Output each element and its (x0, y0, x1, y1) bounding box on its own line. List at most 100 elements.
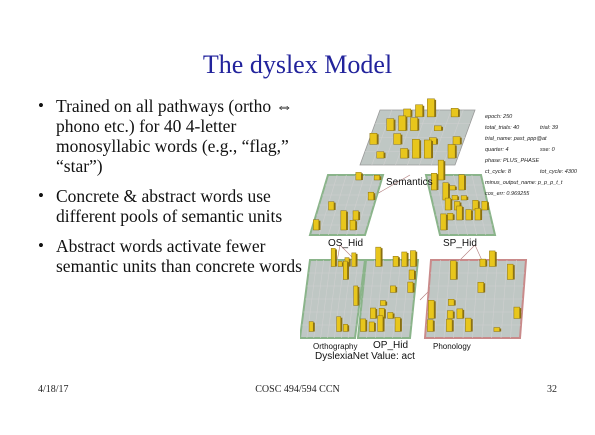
os-hid-activation-bar (349, 219, 356, 231)
semantics-activation-bar-side (383, 152, 386, 159)
orthography-activation-bar (336, 316, 341, 332)
semantics-activation-bar-side (434, 99, 437, 117)
sp-hid-activation-bar-side (478, 201, 480, 210)
semantics-label: Semantics (386, 177, 433, 188)
slide-title: The dyslex Model (202, 50, 393, 79)
sp-hid-activation-bar-side (457, 196, 460, 200)
op-hid-activation-bar-side (412, 283, 415, 293)
semantics-activation-bar-side (407, 149, 410, 159)
sp-hid-activation-bar (447, 213, 454, 221)
sp-hid-activation-bar-side (436, 174, 439, 190)
stat-trial-name: trial_name: past_ppp@at (485, 136, 547, 142)
phonology-activation-bar (447, 310, 454, 319)
phonology-activation-bar-side (456, 261, 458, 280)
phonology-activation-bar-side (454, 300, 456, 306)
semantics-activation-bar-side (419, 140, 422, 159)
orthography-activation-bar (353, 285, 359, 306)
os-hid-activation-bar-side (318, 220, 321, 230)
semantics-activation-bar (452, 136, 461, 145)
sp-hid-activation-bar (456, 205, 463, 221)
sp-hid-activation-bar-side (464, 175, 466, 190)
op-hid-label: OP_Hid (373, 340, 409, 351)
os-hid-label: OS_Hid (328, 238, 364, 249)
sp-hid-activation-bar-side (446, 214, 448, 230)
sp-hid-label: SP_Hid (443, 238, 477, 249)
semantics-activation-bar (412, 139, 420, 159)
op-hid-activation-bar-side (415, 251, 418, 267)
phonology-activation-bar-side (519, 308, 522, 319)
os-hid-activation-bar (373, 174, 380, 181)
op-hid-activation-bar (380, 300, 386, 306)
sp-hid-activation-bar (444, 197, 451, 211)
sp-hid-activation-bar (431, 173, 438, 191)
phonology-activation-bar-side (483, 283, 486, 293)
phonology-activation-bar-side (485, 260, 488, 267)
stat-tot-cycle: tot_cycle: 4300 (540, 169, 577, 175)
os-hid-activation-bar-side (379, 176, 382, 180)
op-hid-activation-bar (390, 285, 396, 293)
op-hid-activation-bar-side (374, 322, 376, 332)
semantics-activation-bar-side (441, 126, 443, 131)
network-activation-diagram (298, 98, 528, 339)
phonology-activation-bar-side (462, 309, 465, 319)
phonology-activation-bar (456, 308, 463, 319)
op-hid-activation-bar-side (395, 286, 398, 293)
op-hid-activation-bar-side (382, 316, 385, 332)
op-hid-activation-bar-side (365, 319, 368, 332)
op-hid-activation-bar (387, 312, 394, 319)
phonology-activation-bar (513, 306, 520, 319)
semantics-activation-bar-side (431, 140, 433, 159)
bullet-dot-icon: • (38, 236, 44, 255)
semantics-activation-bar-side (410, 109, 413, 117)
semantics-activation-bar (434, 125, 442, 131)
bullet-item: •Trained on all pathways (ortho ⇔ phono … (38, 96, 308, 176)
orthography-activation-bar-side (347, 325, 350, 332)
phonology-activation-bar (446, 318, 453, 332)
stat-minus-output: minus_output_name: p_p_p_t_t (485, 180, 563, 186)
stat-ct-cycle: ct_cycle: 8 (485, 169, 511, 175)
orthography-label: Orthography (313, 342, 358, 351)
bullet-text: Abstract words activate fewer semantic u… (56, 236, 302, 276)
op-hid-activation-bar (370, 307, 376, 319)
os-hid-activation-bar (340, 210, 347, 231)
op-hid-activation-bar (377, 315, 384, 332)
orthography-activation-bar (343, 260, 348, 280)
phonology-activation-bar-side (433, 320, 435, 332)
os-hid-activation-bar-side (355, 221, 358, 230)
orthography-activation-bar-side (349, 258, 351, 267)
footer-course: COSC 494/594 CCN (255, 384, 340, 395)
sp-hid-activation-bar-side (487, 202, 489, 210)
op-hid-activation-bar (394, 317, 401, 332)
sp-hid-activation-bar-side (453, 214, 455, 220)
semantics-activation-bar (415, 104, 423, 118)
sp-hid-activation-bar (458, 174, 465, 191)
bullet-text: Concrete & abstract words use different … (56, 186, 283, 226)
phonology-activation-bar-side (471, 319, 473, 332)
sp-hid-activation-bar-side (462, 207, 464, 220)
footer-page-number: 32 (547, 384, 557, 395)
semantics-activation-bar-side (417, 118, 420, 131)
bullet-list: •Trained on all pathways (ortho ⇔ phono … (38, 96, 308, 286)
os-hid-activation-bar (328, 201, 335, 211)
footer-date: 4/18/17 (38, 384, 69, 395)
op-hid-activation-bar (368, 321, 375, 332)
semantics-activation-bar (386, 118, 395, 131)
bullet-dot-icon: • (38, 186, 44, 205)
sp-hid-activation-bar (481, 201, 488, 211)
semantics-activation-bar (393, 133, 401, 145)
semantics-activation-bar-side (405, 116, 408, 131)
orthography-activation-bar (330, 248, 336, 267)
os-hid-activation-bar-side (334, 202, 336, 210)
phonology-activation-bar (489, 250, 496, 267)
phonology-activation-bar-side (495, 251, 497, 267)
orthography-activation-bar-side (342, 262, 344, 267)
op-hid-activation-bar-side (400, 318, 402, 332)
phonology-activation-bar (507, 263, 514, 280)
phonology-activation-bar-side (453, 311, 455, 319)
orthography-activation-bar-side (347, 262, 349, 280)
op-hid-activation-bar (410, 250, 416, 267)
semantics-activation-bar-side (393, 119, 396, 131)
orthography-activation-bar-side (355, 253, 358, 267)
semantics-activation-bar-side (455, 145, 457, 159)
